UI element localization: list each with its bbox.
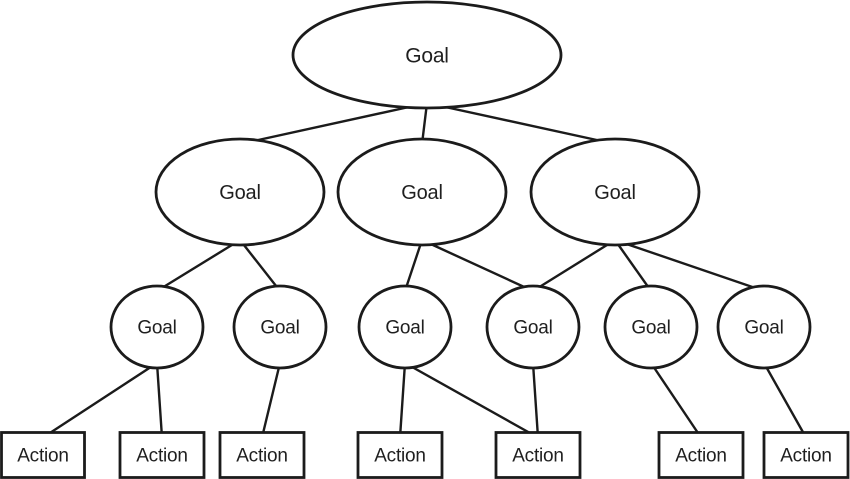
edge-goal-rr-to-action-7 (762, 361, 808, 439)
node-label-goal-rl: Goal (631, 318, 670, 339)
node-label-goal-mr: Goal (513, 318, 552, 339)
node-label-goal-ml: Goal (385, 318, 424, 339)
goal-node-goal-m (336, 137, 508, 247)
edge-goal-root-to-goal-l (238, 101, 429, 146)
edges-layer (41, 101, 808, 439)
node-label-action-1: Action (17, 446, 69, 467)
goal-node-goal-mr (485, 284, 581, 370)
edge-goal-r-to-goal-rr (613, 238, 766, 293)
node-label-goal-rr: Goal (744, 318, 783, 339)
edge-goal-mr-to-action-5 (531, 361, 540, 439)
edge-goal-l-to-goal-lr (238, 238, 282, 293)
edge-goal-ml-to-action-5 (403, 361, 540, 439)
node-label-action-5: Action (512, 446, 564, 467)
node-label-goal-lr: Goal (260, 318, 299, 339)
edge-goal-rl-to-action-6 (649, 361, 703, 439)
edge-goal-lr-to-action-3 (260, 361, 282, 439)
node-label-goal-root: Goal (405, 44, 449, 67)
action-node-action-6 (657, 431, 745, 479)
goal-node-goal-rl (603, 284, 699, 370)
goal-node-goal-root (291, 0, 563, 110)
edge-goal-ml-to-action-4 (398, 361, 407, 439)
action-node-action-4 (356, 431, 444, 479)
node-label-goal-r: Goal (594, 182, 635, 204)
goal-node-goal-l (154, 137, 326, 247)
goal-node-goal-ml (357, 284, 453, 370)
goal-node-goal-rr (716, 284, 812, 370)
node-label-action-6: Action (675, 446, 727, 467)
node-label-action-3: Action (236, 446, 288, 467)
node-label-goal-ll: Goal (137, 318, 176, 339)
action-node-action-2 (118, 431, 206, 479)
goal-node-goal-lr (232, 284, 328, 370)
node-label-action-7: Action (780, 446, 832, 467)
edge-goal-l-to-goal-ll (155, 238, 242, 293)
action-node-action-7 (762, 431, 850, 479)
edge-goal-r-to-goal-rl (613, 238, 653, 293)
edge-goal-root-to-goal-r (425, 101, 617, 146)
action-node-action-5 (494, 431, 582, 479)
node-label-action-2: Action (136, 446, 188, 467)
node-label-goal-l: Goal (219, 182, 260, 204)
action-node-action-3 (218, 431, 306, 479)
goal-node-goal-r (529, 137, 701, 247)
edge-goal-ll-to-action-2 (155, 361, 164, 439)
edge-goal-root-to-goal-m (420, 101, 429, 146)
node-label-goal-m: Goal (401, 182, 442, 204)
node-label-action-4: Action (374, 446, 426, 467)
edge-goal-r-to-goal-mr (531, 238, 617, 293)
edge-goal-ll-to-action-1 (41, 361, 159, 439)
action-node-action-1 (0, 431, 86, 479)
edge-goal-m-to-goal-ml (403, 238, 424, 293)
goal-node-goal-ll (109, 284, 205, 370)
edge-goal-m-to-goal-mr (420, 238, 535, 293)
